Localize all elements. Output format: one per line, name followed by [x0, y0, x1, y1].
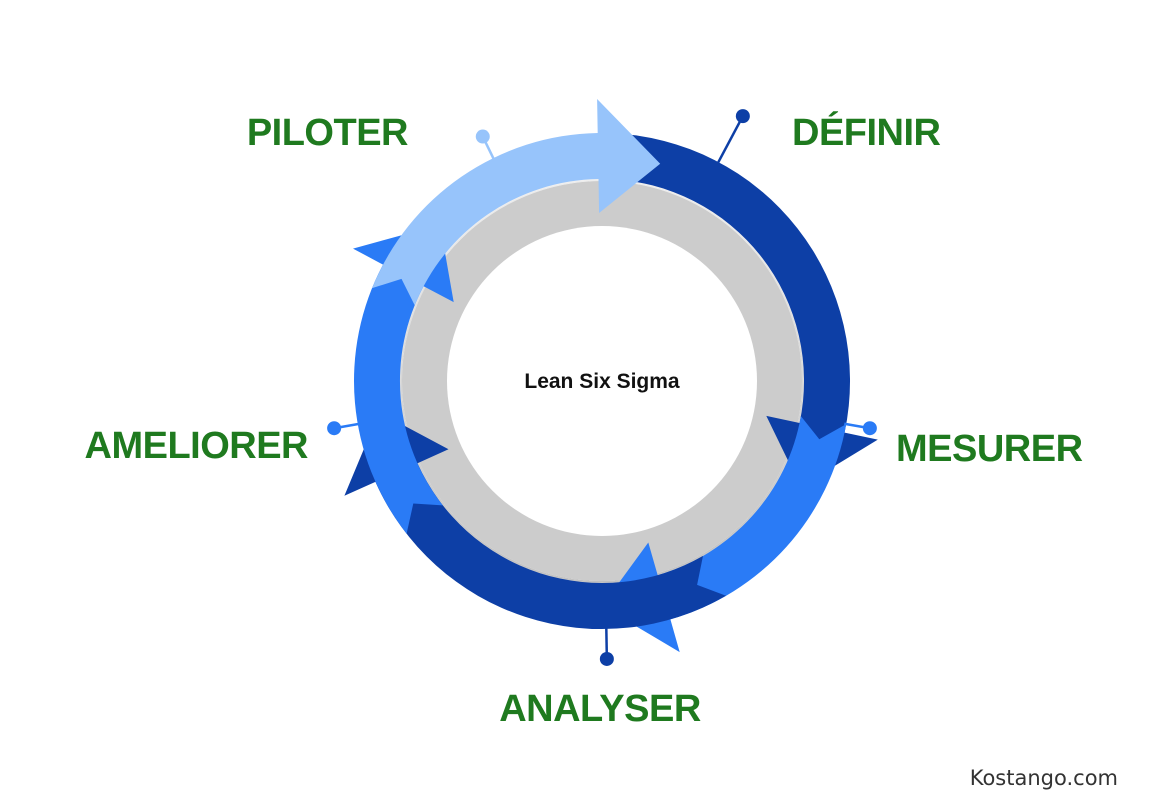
connector-dot-ameliorer: [327, 421, 342, 436]
stage-label-mesurer: MESURER: [896, 428, 1083, 470]
cycle-arrow-piloter: [372, 99, 661, 306]
stage-label-piloter: PILOTER: [247, 112, 408, 154]
stage-label-analyser: ANALYSER: [499, 688, 701, 730]
center-disc: [447, 226, 757, 536]
connector-dot-mesurer: [862, 421, 877, 436]
stage-connectors: [327, 109, 877, 666]
stage-label-definir: DÉFINIR: [792, 110, 941, 154]
connector-line-definir: [716, 115, 744, 165]
stage-label-ameliorer: AMELIORER: [85, 425, 309, 467]
cycle-arrows: [344, 99, 878, 653]
center-label: Lean Six Sigma: [524, 370, 680, 393]
source-credit: Kostango.com: [970, 766, 1118, 790]
cycle-arrow-ameliorer: [353, 224, 454, 534]
connector-dot-piloter: [475, 129, 490, 144]
connector-dot-definir: [735, 109, 750, 124]
connector-dot-analyser: [599, 651, 614, 666]
cycle-arrow-definir: [609, 133, 878, 487]
